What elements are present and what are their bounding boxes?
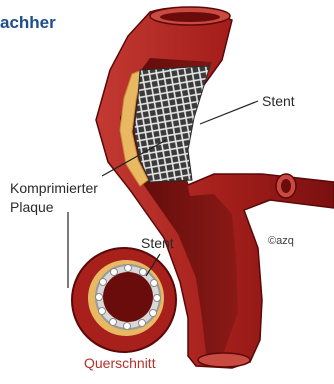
label-compressed: Komprimierter <box>10 181 98 195</box>
label-plaque: Plaque <box>10 200 54 214</box>
leader-stent-top <box>200 101 258 124</box>
vessel-bottom-opening <box>198 353 250 367</box>
cross-section-label: Querschnitt <box>84 356 156 370</box>
cross-section <box>72 248 176 352</box>
header-title: achher <box>0 14 56 31</box>
copyright-label: ©azq <box>268 236 294 247</box>
stent-mesh <box>134 66 210 182</box>
label-stent-cross-section: Stent <box>141 236 174 250</box>
label-stent: Stent <box>262 94 295 108</box>
